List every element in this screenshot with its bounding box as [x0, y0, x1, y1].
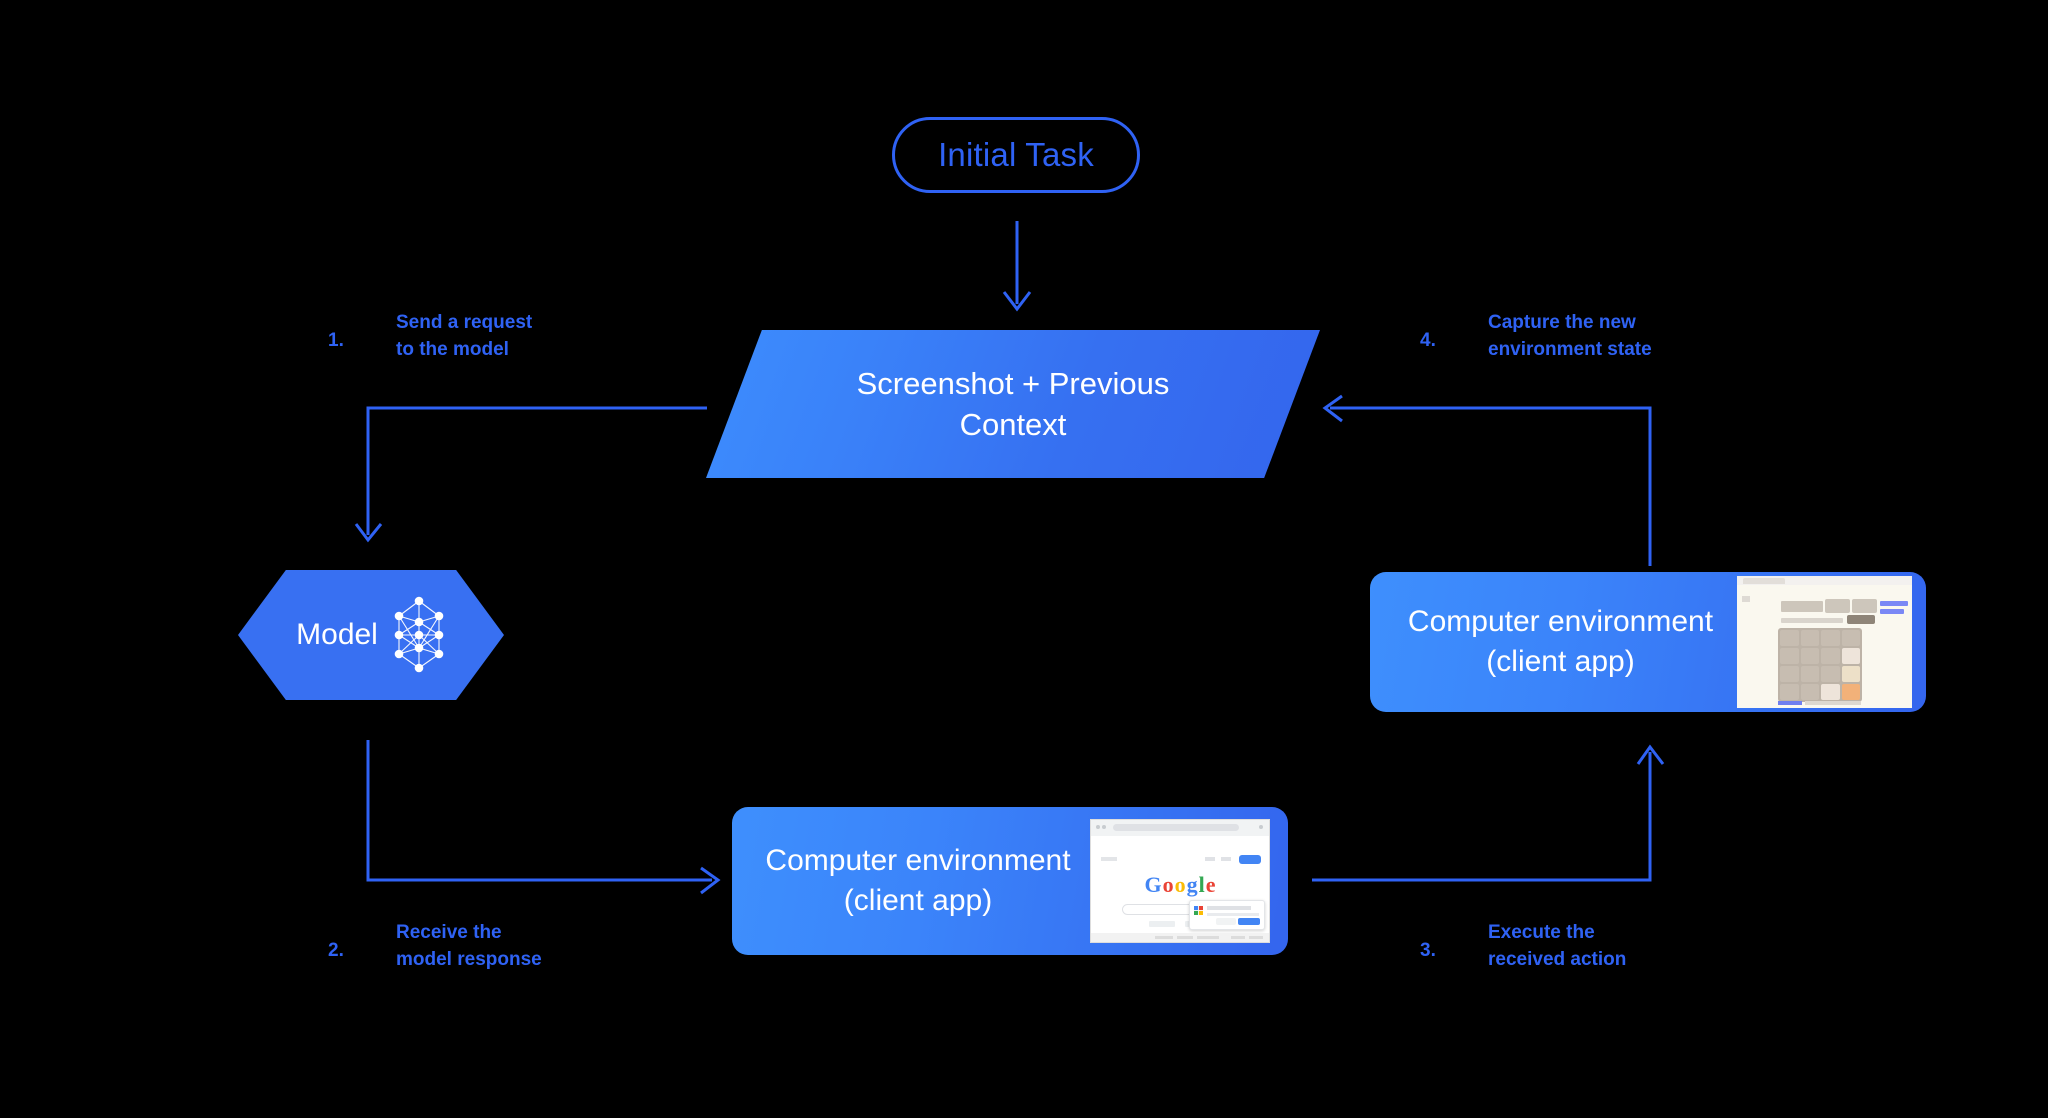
google-search-button[interactable]: [1149, 921, 1175, 927]
popup-app-icon: [1194, 906, 1203, 915]
footer-how-search-works-link[interactable]: [1197, 936, 1219, 939]
step-4-number: 4.: [1420, 330, 1436, 351]
favicon: [1742, 596, 1750, 602]
step-4-text: Capture the new environment state: [1488, 312, 1652, 360]
step-2-number: 2.: [328, 940, 344, 961]
new-game-button[interactable]: [1847, 615, 1875, 624]
tile-cell: [1821, 630, 1840, 646]
browser-tabbar: [1737, 576, 1912, 585]
step-1-number: 1.: [328, 330, 344, 351]
tile-cell: [1780, 648, 1799, 664]
popup-dialog[interactable]: [1189, 900, 1265, 930]
game-title: [1781, 601, 1823, 612]
page-body: [1737, 585, 1912, 708]
tile-cell: [1800, 630, 1819, 646]
tile-cell-8: [1841, 684, 1860, 700]
sign-in-button[interactable]: [1239, 855, 1261, 864]
footer-terms-link[interactable]: [1249, 936, 1263, 939]
popup-title: [1207, 906, 1251, 910]
model-content: Model: [238, 570, 504, 700]
model-label: Model: [296, 618, 378, 651]
step-label-2: 2. Receive the model response: [328, 920, 588, 980]
browser-chrome: [1091, 820, 1269, 836]
node-model[interactable]: Model: [238, 570, 504, 700]
connector-client-bottom-to-client-right: [1312, 744, 1665, 882]
connector-client-right-to-context: [1322, 394, 1652, 566]
popup-cancel-button[interactable]: [1216, 918, 1236, 925]
game-subtitle: [1781, 618, 1843, 623]
gmail-link[interactable]: [1205, 857, 1215, 861]
client-right-label-line1: Computer environment: [1407, 605, 1714, 639]
client-right-label-line2: (client app): [1486, 645, 1635, 678]
connector-context-to-model: [354, 406, 707, 543]
tile-cell: [1800, 666, 1819, 682]
tile-cell-4b: [1821, 684, 1840, 700]
tile-cell: [1800, 648, 1819, 664]
step-3-text: Execute the received action: [1488, 922, 1627, 970]
header-link-2[interactable]: [1880, 609, 1904, 614]
about-link[interactable]: [1101, 857, 1117, 861]
tile-cell-4: [1841, 666, 1860, 682]
menu-icon[interactable]: [1259, 825, 1263, 829]
footer-advertising-link[interactable]: [1155, 936, 1173, 939]
images-link[interactable]: [1221, 857, 1231, 861]
game-grid[interactable]: [1778, 628, 1862, 702]
thumbnail-2048-screenshot: [1737, 576, 1912, 708]
step-2-text: Receive the model response: [396, 922, 542, 970]
page-footer: [1091, 933, 1269, 942]
thumbnail-2048-wrap: [1737, 576, 1926, 708]
footer-text: [1805, 701, 1861, 705]
url-bar[interactable]: [1113, 823, 1239, 831]
step-3-number: 3.: [1420, 940, 1436, 961]
tile-cell: [1780, 666, 1799, 682]
score-box: [1825, 599, 1850, 613]
footer-business-link[interactable]: [1177, 936, 1193, 939]
tile-cell: [1821, 666, 1840, 682]
popup-body: [1207, 913, 1259, 916]
footer-privacy-link[interactable]: [1231, 936, 1245, 939]
browser-tab: [1743, 577, 1785, 584]
connector-task-to-context: [1002, 221, 1032, 312]
tile-cell: [1800, 684, 1819, 700]
client-bottom-label-line2: (client app): [843, 884, 993, 917]
back-icon[interactable]: [1096, 825, 1100, 829]
best-score-box: [1852, 599, 1877, 613]
initial-task-label: Initial Task: [938, 136, 1094, 173]
tile-cell: [1821, 648, 1840, 664]
tile-cell: [1841, 630, 1860, 646]
hexagon-fill: [238, 570, 504, 700]
footer-link[interactable]: [1778, 701, 1802, 705]
connector-model-to-client-bottom: [366, 740, 721, 895]
forward-icon[interactable]: [1102, 825, 1106, 829]
client-bottom-label-group: Computer environment (client app): [732, 841, 1090, 920]
step-label-1: 1. Send a request to the model: [328, 310, 588, 370]
parallelogram-fill: [706, 330, 1320, 478]
step-label-3: 3. Execute the received action: [1420, 920, 1700, 980]
node-initial-task[interactable]: Initial Task: [892, 117, 1140, 193]
node-screenshot-previous-context[interactable]: Screenshot + Previous Context: [706, 330, 1320, 478]
tile-cell: [1780, 684, 1799, 700]
node-client-app-right[interactable]: Computer environment (client app): [1370, 572, 1926, 712]
header-link-1[interactable]: [1880, 601, 1908, 606]
popup-confirm-button[interactable]: [1238, 918, 1260, 925]
step-1-text: Send a request to the model: [396, 312, 533, 360]
tile-cell-2: [1841, 648, 1860, 664]
step-label-4: 4. Capture the new environment state: [1420, 310, 1700, 370]
client-right-label-group: Computer environment (client app): [1370, 602, 1737, 681]
tile-cell: [1780, 630, 1799, 646]
neural-network-icon: [392, 596, 446, 674]
client-bottom-label-line1: Computer environment: [765, 844, 1071, 878]
